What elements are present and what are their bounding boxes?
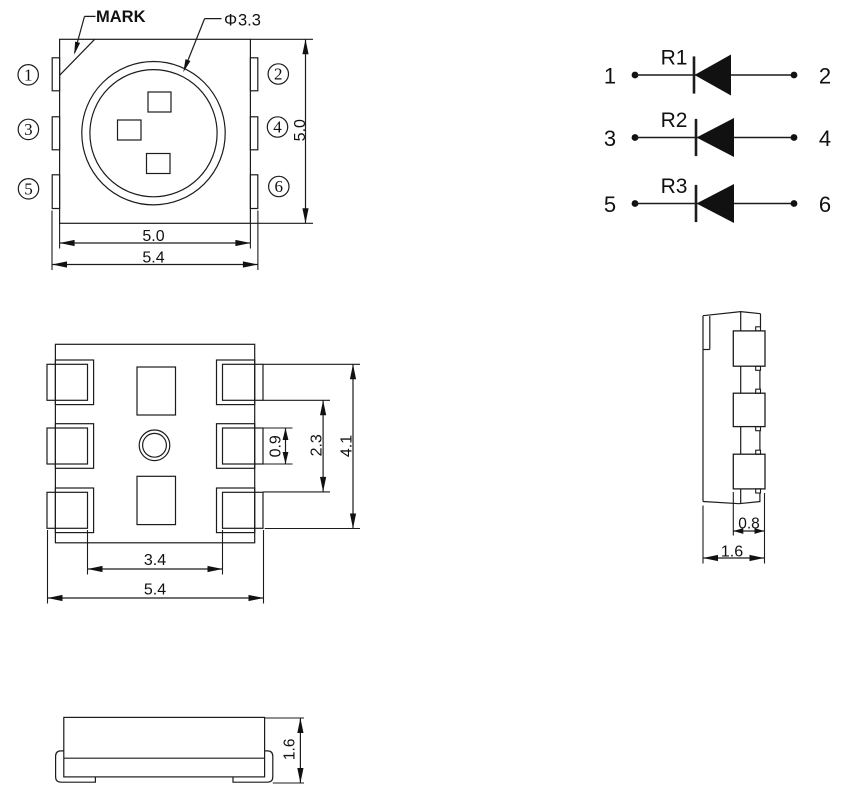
svg-text:Φ: Φ xyxy=(224,12,237,30)
svg-text:6: 6 xyxy=(819,192,831,217)
svg-text:1.6: 1.6 xyxy=(721,544,743,561)
svg-text:0.8: 0.8 xyxy=(738,515,760,532)
svg-text:3.3: 3.3 xyxy=(238,12,261,30)
svg-text:5.4: 5.4 xyxy=(142,249,164,266)
svg-text:4: 4 xyxy=(273,118,282,137)
svg-text:3: 3 xyxy=(24,120,33,139)
svg-text:5: 5 xyxy=(604,192,616,217)
svg-text:2: 2 xyxy=(819,63,831,88)
svg-text:3: 3 xyxy=(604,126,616,151)
svg-text:5.4: 5.4 xyxy=(144,582,166,599)
svg-text:3.4: 3.4 xyxy=(144,552,166,569)
svg-text:R3: R3 xyxy=(661,175,688,198)
svg-text:5.0: 5.0 xyxy=(292,119,309,141)
svg-text:0.9: 0.9 xyxy=(268,435,285,457)
svg-text:4: 4 xyxy=(819,126,831,151)
svg-text:2: 2 xyxy=(274,65,283,84)
svg-text:1.6: 1.6 xyxy=(282,739,299,761)
svg-text:6: 6 xyxy=(275,177,284,196)
svg-text:2.3: 2.3 xyxy=(309,434,326,456)
svg-text:4.1: 4.1 xyxy=(339,435,356,457)
svg-text:R1: R1 xyxy=(661,47,688,70)
svg-text:5.0: 5.0 xyxy=(142,228,164,245)
svg-text:5: 5 xyxy=(24,179,33,198)
svg-text:1: 1 xyxy=(604,63,616,88)
svg-text:R2: R2 xyxy=(661,109,688,132)
svg-text:1: 1 xyxy=(24,65,33,84)
svg-text:MARK: MARK xyxy=(96,8,146,26)
